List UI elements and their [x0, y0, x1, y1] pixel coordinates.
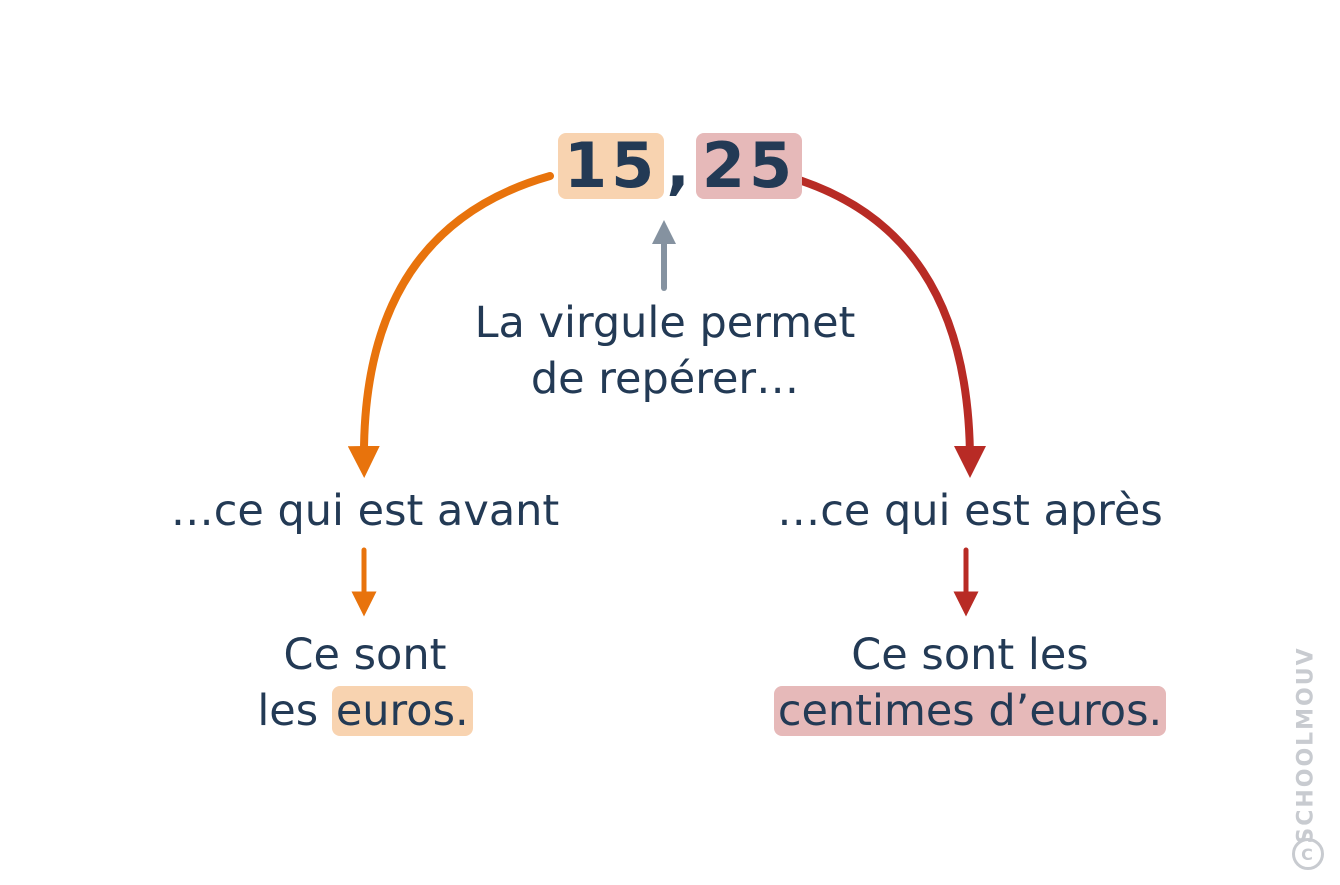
- euros-result-period: .: [454, 685, 469, 736]
- decimal-number: 15 , 25: [558, 129, 803, 202]
- euros-result-line1: Ce sont: [283, 630, 447, 680]
- centimes-result-line2: centimes d’euros.: [750, 684, 1190, 740]
- before-comma-label: …ce qui est avant: [170, 486, 560, 536]
- centimes-highlight-text: centimes d’euros: [777, 685, 1149, 736]
- schoolmouv-watermark: SCHOOLMOUV C: [1278, 646, 1334, 880]
- euros-result-prefix: les: [257, 685, 332, 736]
- decimal-part: 25: [695, 133, 803, 199]
- after-comma-label: …ce qui est après: [777, 486, 1163, 536]
- centimes-result: Ce sont les centimes d’euros.: [750, 628, 1190, 740]
- centimes-result-line1: Ce sont les: [851, 630, 1089, 680]
- centimes-result-period: .: [1148, 685, 1163, 736]
- euros-highlight-text: euros: [335, 685, 455, 736]
- euros-result: Ce sont les euros.: [230, 628, 500, 740]
- left-curved-arrow: [347, 172, 554, 478]
- euros-result-line2: les euros.: [230, 684, 500, 740]
- right-curved-arrow: [782, 172, 986, 478]
- comma-explanation-line2: de repérer…: [530, 353, 800, 404]
- copyright-icon: C: [1292, 838, 1324, 870]
- comma-explanation: La virgule permet de repérer…: [420, 296, 910, 408]
- decimal-comma: ,: [666, 129, 694, 202]
- euros-highlight: euros.: [331, 685, 473, 736]
- integer-part: 15: [558, 133, 665, 199]
- watermark-text: SCHOOLMOUV: [1293, 646, 1319, 844]
- centimes-highlight: centimes d’euros.: [773, 685, 1167, 736]
- comma-explanation-line1: La virgule permet: [474, 298, 856, 348]
